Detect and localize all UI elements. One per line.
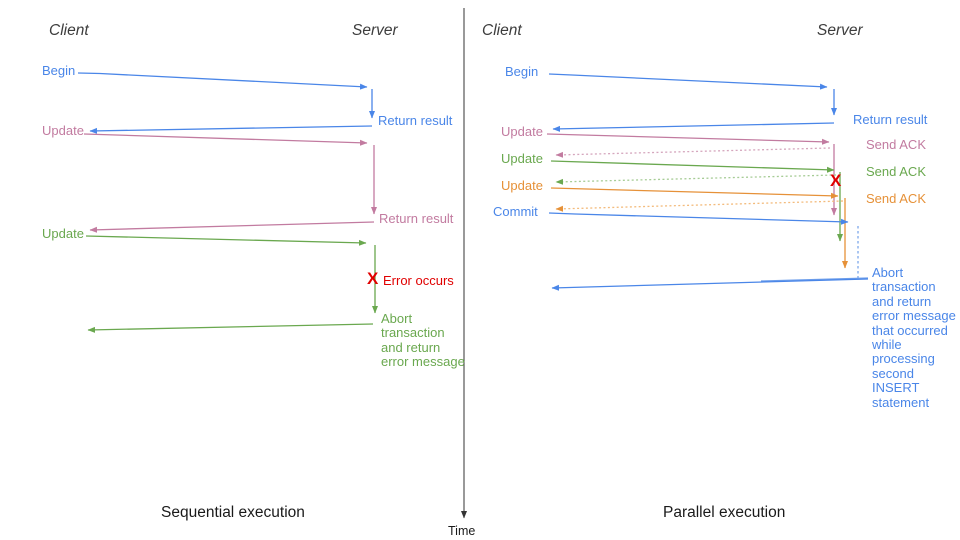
right-send-ack-1-label: Send ACK	[866, 137, 926, 152]
right-update-1-arrow	[546, 133, 830, 145]
right-abort-return-arrow	[551, 278, 869, 291]
right-send-ack-2-label: Send ACK	[866, 164, 926, 179]
right-begin-arrow	[548, 73, 828, 90]
left-server-header: Server	[352, 22, 398, 39]
left-update-2-label: Update	[42, 226, 84, 241]
right-commit-label: Commit	[493, 204, 538, 219]
right-send-ack-1-dotted-arrow	[555, 147, 831, 158]
right-server-header: Server	[817, 22, 863, 39]
right-update-2-arrow	[550, 160, 835, 173]
right-error-x-icon: X	[830, 171, 842, 190]
right-update-1-label: Update	[501, 124, 543, 139]
left-begin-label: Begin	[42, 63, 76, 78]
right-abort-message: Abort transaction and return error messa…	[872, 265, 956, 410]
left-return-result-2-label: Return result	[379, 211, 454, 226]
right-return-result-label: Return result	[853, 112, 928, 127]
left-error-occurs-label: Error occurs	[383, 273, 454, 288]
left-return-result-2-arrow	[89, 221, 375, 233]
right-return-result-arrow	[552, 122, 835, 132]
left-caption: Sequential execution	[161, 504, 305, 521]
left-abort-return-arrow	[87, 323, 374, 333]
left-update-2-arrow	[85, 235, 367, 246]
left-update-1-label: Update	[42, 123, 84, 138]
right-send-ack-2-dotted-arrow	[555, 174, 837, 185]
right-send-ack-3-label: Send ACK	[866, 191, 926, 206]
left-begin-arrow	[77, 72, 368, 90]
left-return-result-1-label: Return result	[378, 113, 453, 128]
right-commit-arrow	[548, 212, 849, 225]
left-error-x-icon: X	[367, 269, 379, 288]
left-update-1-arrow	[83, 133, 368, 146]
right-update-3-arrow	[550, 187, 839, 199]
right-update-2-label: Update	[501, 151, 543, 166]
right-client-header: Client	[482, 22, 522, 39]
right-update-3-label: Update	[501, 178, 543, 193]
right-abort-baseline	[760, 277, 869, 282]
left-return-result-1-arrow	[89, 125, 373, 134]
time-axis-label: Time	[448, 524, 476, 538]
right-begin-label: Begin	[505, 64, 539, 79]
left-abort-message: Abort transaction and return error messa…	[381, 311, 465, 370]
right-caption: Parallel execution	[663, 504, 786, 521]
right-send-ack-3-dotted-arrow	[555, 200, 844, 212]
left-client-header: Client	[49, 22, 89, 39]
